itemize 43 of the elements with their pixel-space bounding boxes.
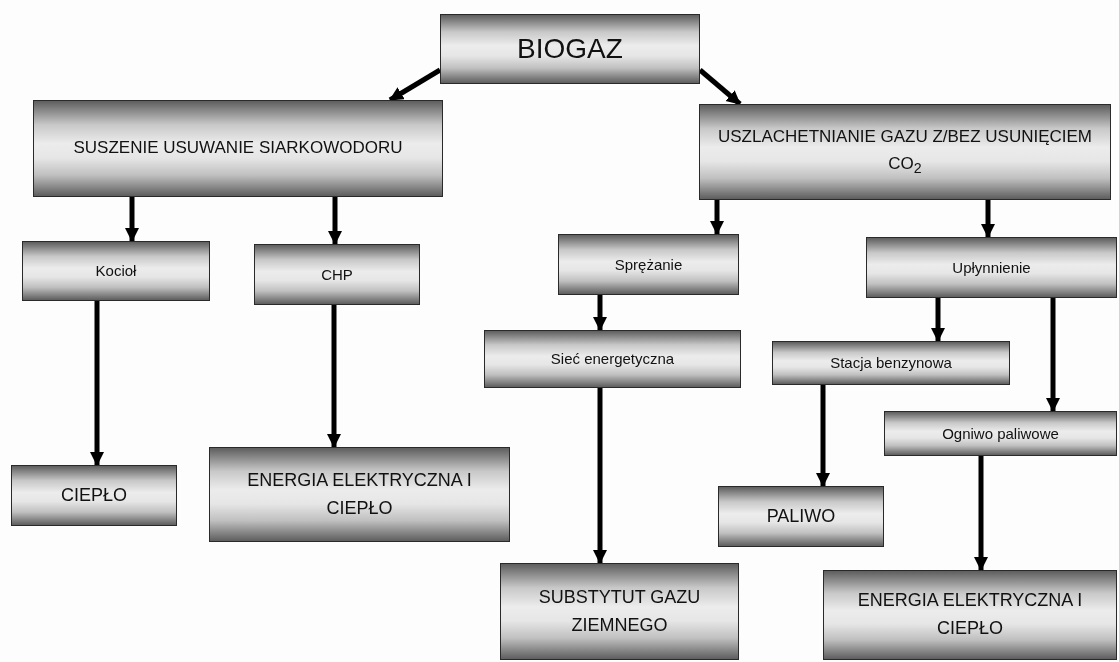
process-box: [823, 570, 1117, 660]
box-label: CHP: [320, 264, 354, 285]
process-box: [11, 465, 177, 526]
process-box: [884, 411, 1117, 456]
arrow: [931, 298, 945, 342]
box-label: ENERGIA ELEKTRYCZNA I CIEPŁO: [856, 589, 1084, 640]
process-box: [500, 563, 739, 660]
box-label: Ogniwo paliwowe: [941, 423, 1060, 444]
arrow: [327, 305, 341, 448]
box-label: CIEPŁO: [60, 483, 128, 507]
arrow: [593, 295, 607, 331]
process-box: [772, 341, 1010, 385]
box-label: SUSZENIE USUWANIE SIARKOWODORU: [72, 137, 404, 160]
arrow: [816, 385, 830, 487]
arrow: [698, 68, 742, 106]
arrow: [981, 200, 995, 238]
box-label: Kocioł: [94, 261, 138, 282]
box-label: PALIWO: [765, 504, 837, 528]
arrow: [90, 301, 104, 466]
arrow: [125, 197, 139, 242]
arrow: [974, 456, 988, 571]
arrow: [710, 200, 724, 235]
process-box: [718, 486, 884, 547]
process-box: [484, 330, 741, 388]
box-label: SUBSTYTUT GAZU ZIEMNEGO: [537, 585, 702, 637]
process-box: [22, 241, 210, 301]
process-box: [254, 244, 420, 305]
box-label: ENERGIA ELEKTRYCZNA I CIEPŁO: [246, 468, 473, 520]
process-box: [558, 234, 739, 295]
arrow: [593, 388, 607, 564]
process-box: [209, 447, 510, 542]
box-label: USZLACHETNIANIE GAZU Z/BEZ USUNIĘCIEM CO$_{2}$: [716, 126, 1093, 178]
arrow: [328, 197, 342, 245]
box-label: Upłynnienie: [951, 257, 1032, 278]
box-label: Sprężanie: [613, 254, 684, 275]
process-box: [440, 14, 700, 84]
box-label: BIOGAZ: [516, 32, 624, 67]
process-box: [699, 104, 1111, 200]
arrow: [1046, 298, 1060, 412]
process-box: [33, 100, 443, 197]
box-label: Sieć energetyczna: [549, 349, 676, 370]
process-box: [866, 237, 1117, 298]
box-label: Stacja benzynowa: [829, 353, 953, 374]
